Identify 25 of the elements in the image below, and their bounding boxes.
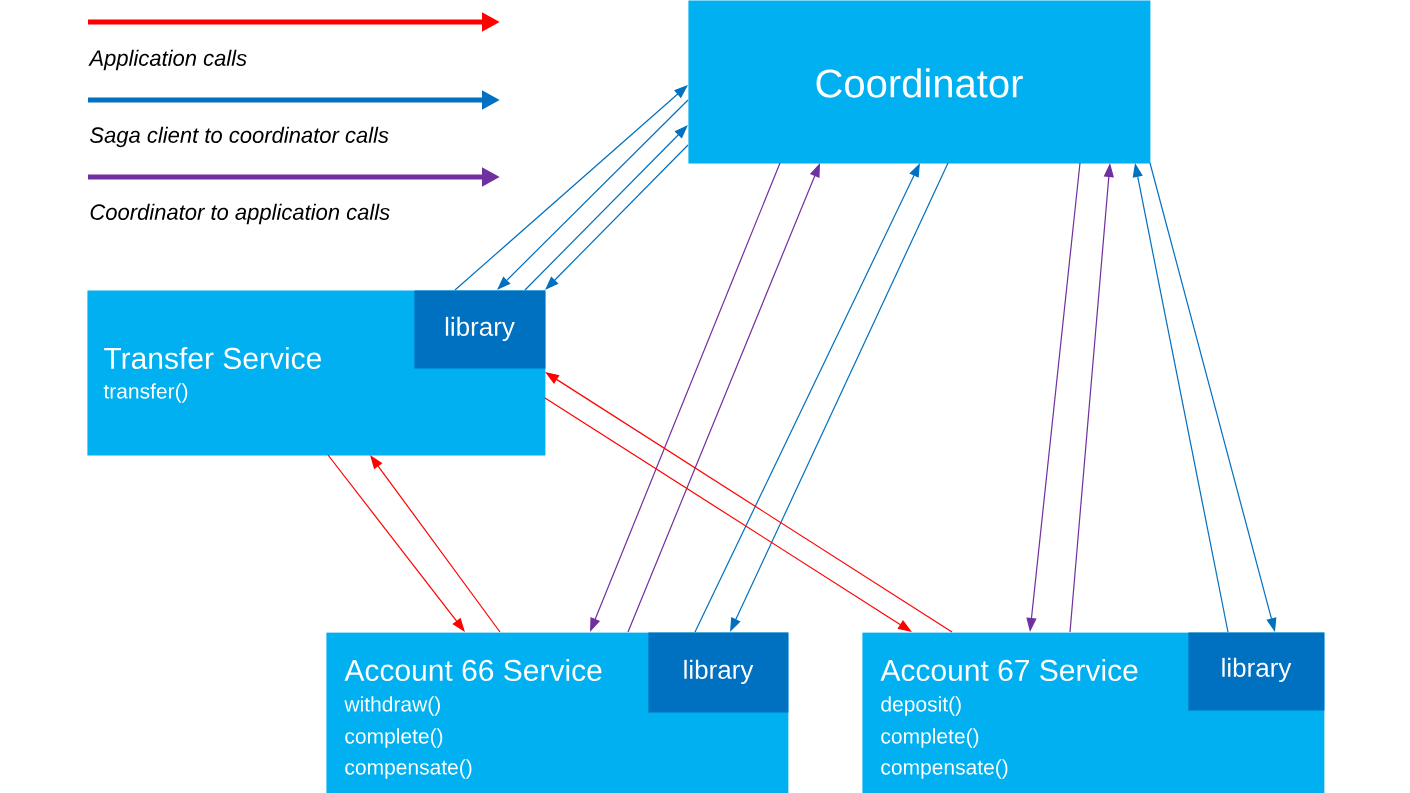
method-label: compensate() — [345, 759, 472, 779]
box-title: Account 67 Service — [880, 659, 1138, 681]
library-label: library — [445, 316, 515, 342]
method-label: complete() — [881, 728, 979, 748]
library-label: library — [684, 659, 754, 685]
box-title: Coordinator — [816, 68, 1023, 98]
legend-label: Saga client to coordinator calls — [90, 126, 389, 148]
library-label: library — [1222, 657, 1292, 683]
arrow — [544, 397, 912, 632]
method-label: withdraw() — [344, 696, 440, 716]
arrow — [545, 144, 689, 290]
arrow — [327, 454, 465, 632]
box-title: Transfer Service — [104, 347, 321, 369]
method-label: compensate() — [881, 759, 1008, 779]
arrow — [454, 85, 688, 291]
arrow — [545, 372, 953, 633]
box-title: Account 66 Service — [344, 659, 602, 681]
legend-label: Application calls — [88, 49, 247, 71]
method-label: complete() — [345, 728, 443, 748]
arrow — [370, 455, 501, 633]
method-label: transfer() — [103, 383, 188, 403]
arrow — [497, 99, 689, 290]
method-label: deposit() — [881, 696, 961, 716]
legend-label: Coordinator to application calls — [90, 203, 390, 225]
arrow — [524, 125, 688, 291]
